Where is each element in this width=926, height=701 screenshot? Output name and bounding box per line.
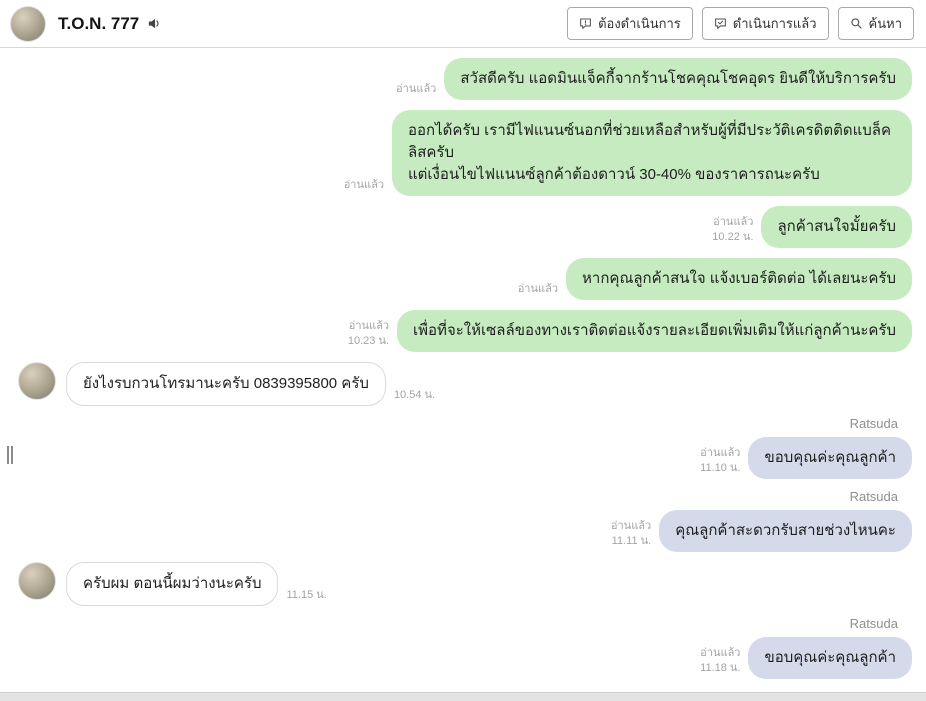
chat-bubble: คุณลูกค้าสะดวกรับสายช่วงไหนคะ xyxy=(659,510,912,552)
chat-bubble: ยังไงรบกวนโทรมานะครับ 0839395800 ครับ xyxy=(66,362,386,406)
search-icon xyxy=(850,17,863,30)
chat-bubble: เพื่อที่จะให้เซลล์ของทางเราติดต่อแจ้งราย… xyxy=(397,310,912,352)
chat-bubble: หากคุณลูกค้าสนใจ แจ้งเบอร์ติดต่อ ได้เลยน… xyxy=(566,258,912,300)
message-row: อ่านแล้ว 10.22 น. ลูกค้าสนใจมั้ยครับ xyxy=(18,206,912,248)
timestamp: 11.15 น. xyxy=(286,589,327,601)
message-row: ยังไงรบกวนโทรมานะครับ 0839395800 ครับ 10.… xyxy=(18,362,912,406)
read-receipt: อ่านแล้ว xyxy=(700,647,741,659)
needs-action-button[interactable]: ต้องดำเนินการ xyxy=(567,7,693,40)
message-meta: อ่านแล้ว xyxy=(396,82,436,97)
read-receipt: อ่านแล้ว xyxy=(343,179,384,191)
chat-bubble: ขอบคุณค่ะคุณลูกค้า xyxy=(748,637,912,679)
message-meta: 10.54 น. xyxy=(394,388,435,403)
timestamp: 10.54 น. xyxy=(393,389,436,401)
timestamp: 11.18 น. xyxy=(700,662,741,674)
chat-bubble: สวัสดีครับ แอดมินแจ็คกี้จากร้านโชคคุณโชค… xyxy=(444,58,912,100)
chat-bubble: ขอบคุณค่ะคุณลูกค้า xyxy=(748,437,912,479)
search-button[interactable]: ค้นหา xyxy=(837,7,914,40)
chat-header: T.O.N. 777 ต้องดำเนินการ xyxy=(0,0,926,48)
message-meta: อ่านแล้ว 11.10 น. xyxy=(700,446,740,476)
message-row: อ่านแล้ว 11.18 น. ขอบคุณค่ะคุณลูกค้า xyxy=(18,637,912,679)
message-row: อ่านแล้ว ออกได้ครับ เรามีไฟแนนซ์นอกที่ช่ว… xyxy=(18,110,912,196)
chat-bubble: ออกได้ครับ เรามีไฟแนนซ์นอกที่ช่วยเหลือสำ… xyxy=(392,110,912,196)
chat-area[interactable]: อ่านแล้ว สวัสดีครับ แอดมินแจ็คกี้จากร้านโ… xyxy=(0,48,926,692)
sender-name: Ratsuda xyxy=(849,416,898,431)
sender-name: Ratsuda xyxy=(849,616,898,631)
timestamp: 11.10 น. xyxy=(700,462,741,474)
read-receipt: อ่านแล้ว xyxy=(348,320,390,332)
message-meta: อ่านแล้ว xyxy=(344,178,384,193)
sender-name: Ratsuda xyxy=(849,489,898,504)
message-meta: อ่านแล้ว 11.18 น. xyxy=(700,646,740,676)
done-label: ดำเนินการแล้ว xyxy=(732,16,817,31)
search-label: ค้นหา xyxy=(868,16,902,31)
message-meta: อ่านแล้ว 10.22 น. xyxy=(712,215,753,245)
message-row: อ่านแล้ว หากคุณลูกค้าสนใจ แจ้งเบอร์ติดต่อ… xyxy=(18,258,912,300)
read-receipt: อ่านแล้ว xyxy=(396,83,437,95)
chat-bubble: ครับผม ตอนนี้ผมว่างนะครับ xyxy=(66,562,279,606)
message-row: อ่านแล้ว 10.23 น. เพื่อที่จะให้เซลล์ของทาง… xyxy=(18,310,912,352)
chat-done-icon xyxy=(714,17,727,30)
read-receipt: อ่านแล้ว xyxy=(517,283,559,295)
timestamp: 10.22 น. xyxy=(712,231,754,243)
read-receipt: อ่านแล้ว xyxy=(713,216,754,228)
avatar xyxy=(18,562,56,600)
message-row: อ่านแล้ว 11.10 น. ขอบคุณค่ะคุณลูกค้า xyxy=(18,437,912,479)
timestamp: 10.23 น. xyxy=(347,335,390,347)
avatar xyxy=(18,362,56,400)
chat-bubble: ลูกค้าสนใจมั้ยครับ xyxy=(761,206,912,248)
message-row: ครับผม ตอนนี้ผมว่างนะครับ 11.15 น. xyxy=(18,562,912,606)
needs-action-label: ต้องดำเนินการ xyxy=(598,16,681,31)
message-meta: อ่านแล้ว 10.23 น. xyxy=(348,319,389,349)
message-row: อ่านแล้ว สวัสดีครับ แอดมินแจ็คกี้จากร้านโ… xyxy=(18,58,912,100)
done-button[interactable]: ดำเนินการแล้ว xyxy=(701,7,829,40)
message-meta: อ่านแล้ว xyxy=(518,282,558,297)
contact-avatar xyxy=(10,5,46,42)
scroll-grip xyxy=(7,446,13,464)
message-row: อ่านแล้ว 11.11 น. คุณลูกค้าสะดวกรับสายช่วง… xyxy=(18,510,912,552)
read-receipt: อ่านแล้ว xyxy=(610,520,652,532)
contact-name: T.O.N. 777 xyxy=(58,13,140,33)
speaker-icon[interactable] xyxy=(147,16,162,31)
message-meta: 11.15 น. xyxy=(286,588,326,603)
read-receipt: อ่านแล้ว xyxy=(700,447,741,459)
message-meta: อ่านแล้ว 11.11 น. xyxy=(611,519,651,549)
chat-alert-icon xyxy=(579,17,592,30)
timestamp: 11.11 น. xyxy=(611,535,652,547)
reply-bar-edge xyxy=(0,692,926,701)
